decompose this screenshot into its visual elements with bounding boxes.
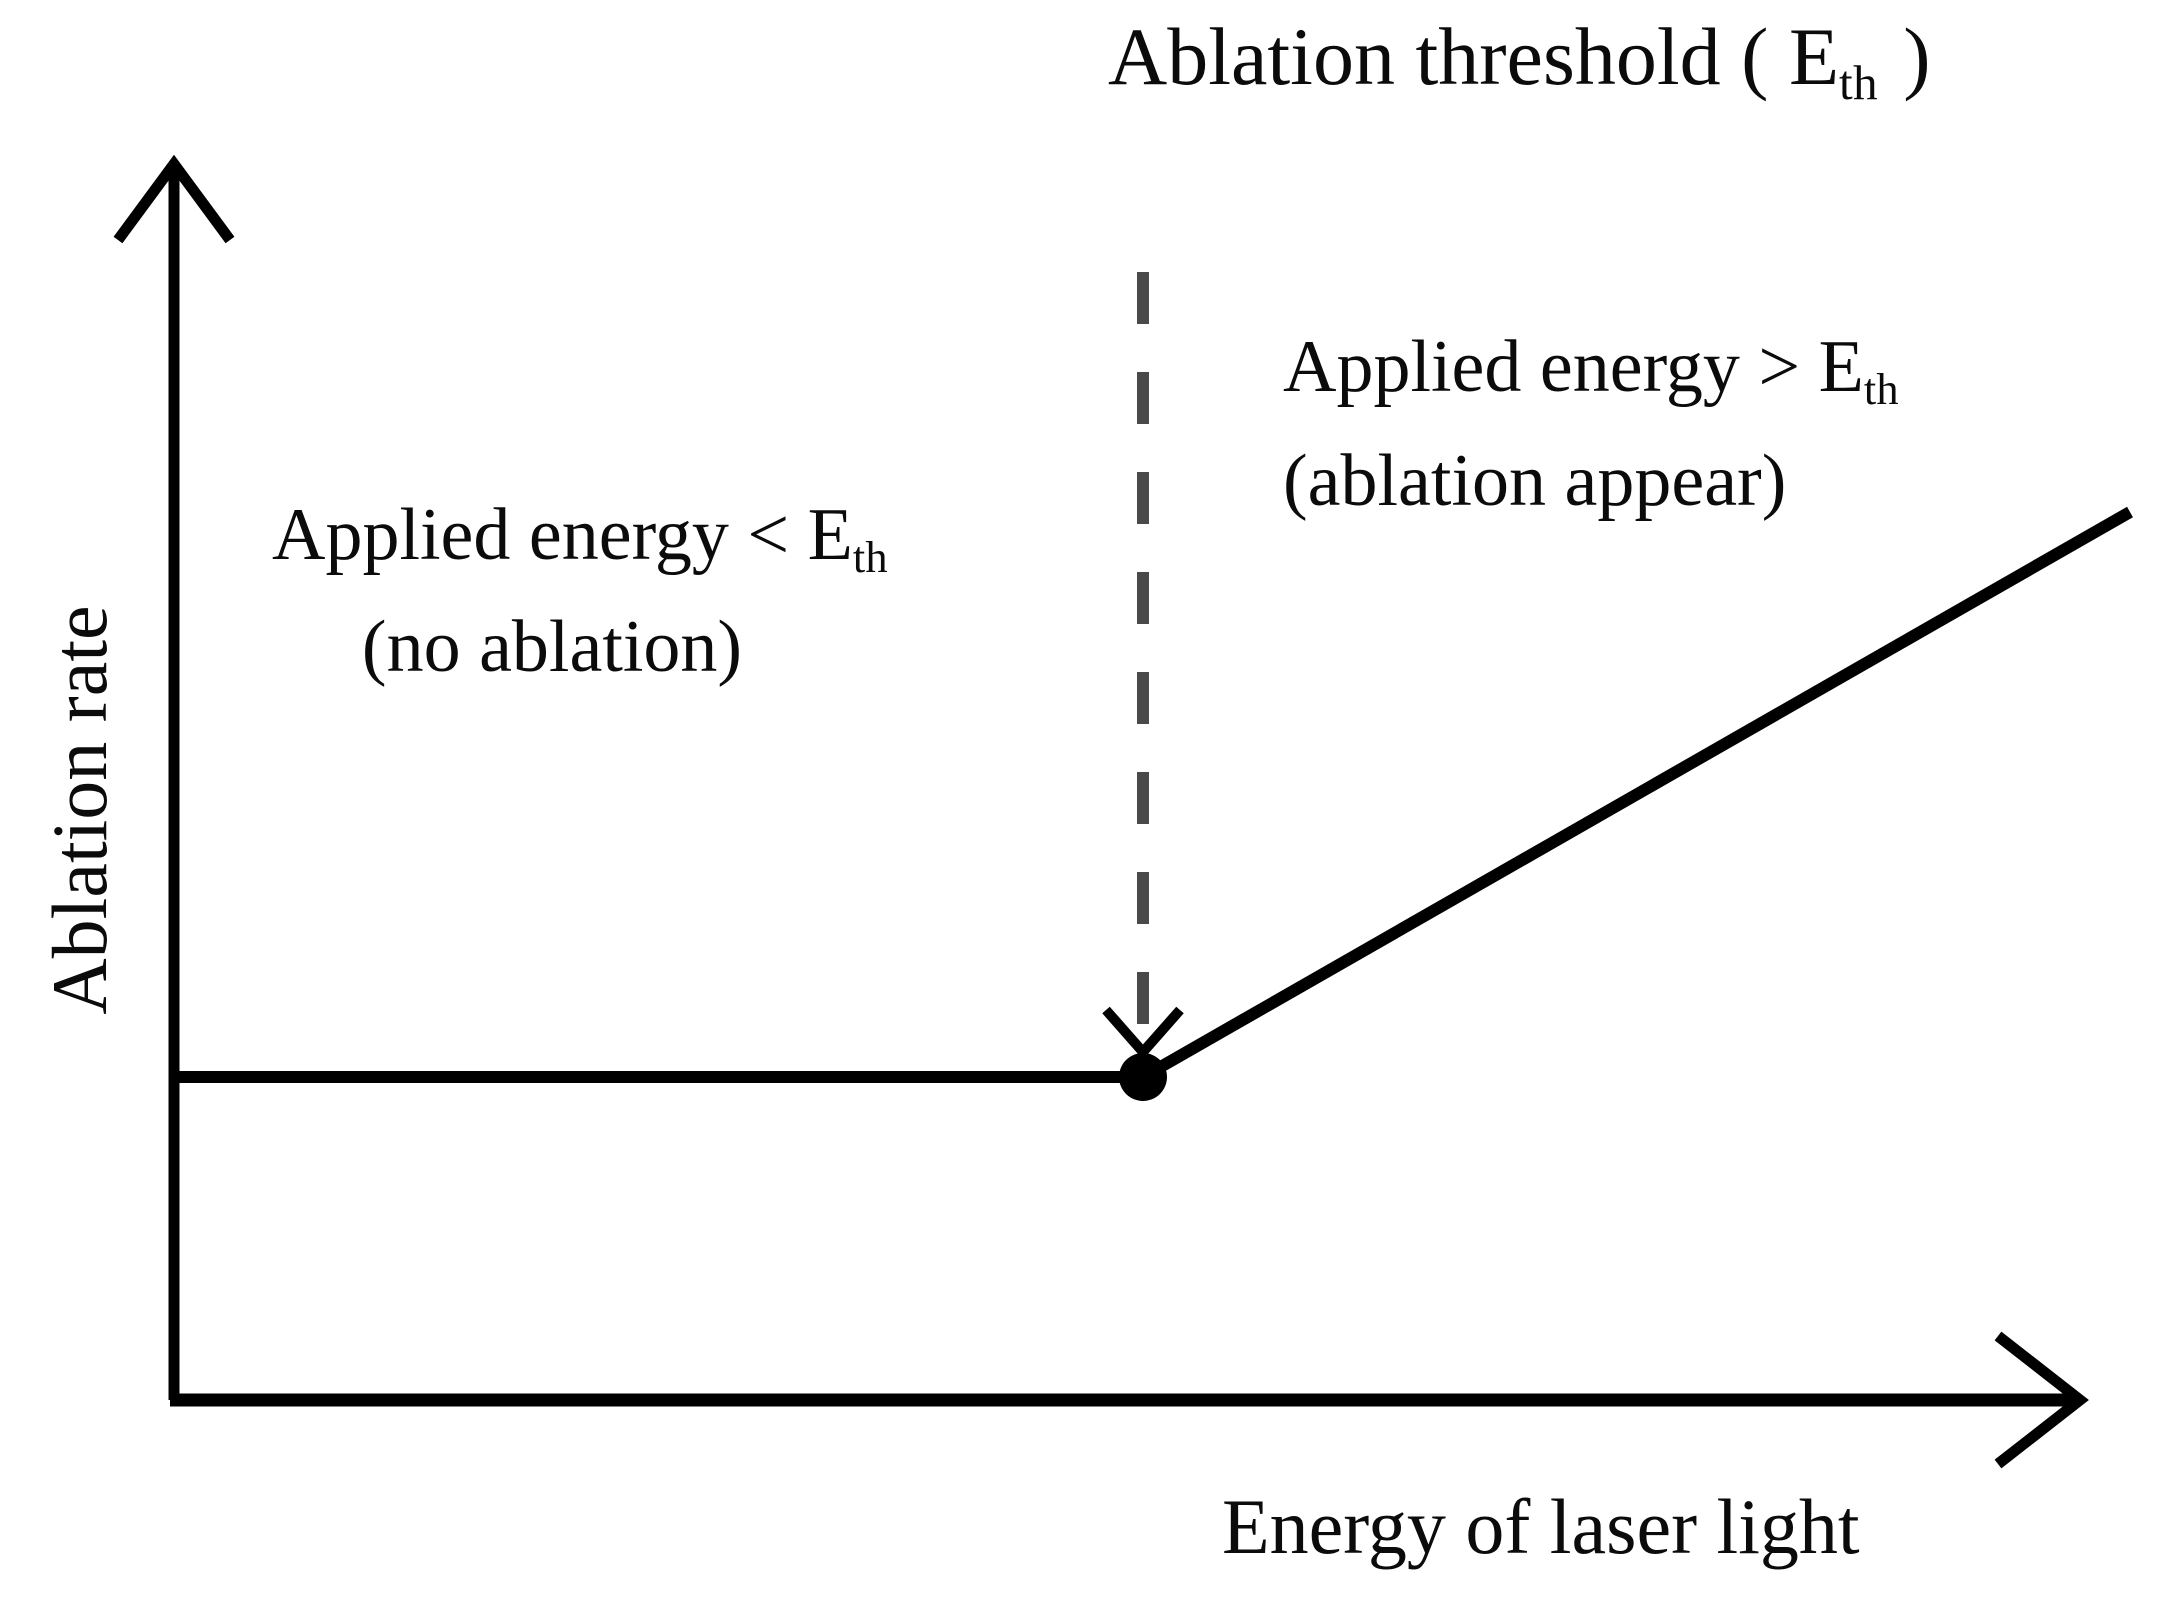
annotation-right-line1: Applied energy > E: [1283, 326, 1864, 408]
chart-title-subscript: th: [1839, 54, 1878, 110]
annotation-left-subscript: th: [852, 532, 888, 583]
annotation-below-threshold: Applied energy < Eth(no ablation): [272, 498, 888, 688]
annotation-right-subscript: th: [1863, 364, 1899, 415]
x-axis-arrowhead-icon: [1994, 1331, 2089, 1469]
chart-title-suffix: ): [1877, 11, 1936, 102]
threshold-arrowhead-icon: [1102, 1006, 1184, 1060]
annotation-right-line2: (ablation appear): [1283, 440, 1787, 522]
y-axis-label-container: Ablation rate: [0, 605, 160, 1014]
chart-title-text: Ablation threshold ( E: [1108, 11, 1840, 102]
annotation-left-line1: Applied energy < E: [272, 494, 853, 576]
annotation-above-threshold: Applied energy > Eth(ablation appear): [1283, 330, 2083, 518]
page-title: Ablation threshold ( Eth ): [1108, 16, 1935, 107]
x-axis-label: Energy of laser light: [1222, 1483, 1860, 1570]
y-axis-label: Ablation rate: [36, 605, 123, 1015]
annotation-left-line2: (no ablation): [361, 606, 743, 688]
y-axis-arrowhead-icon: [113, 154, 235, 244]
threshold-point-marker: [1119, 1053, 1167, 1101]
